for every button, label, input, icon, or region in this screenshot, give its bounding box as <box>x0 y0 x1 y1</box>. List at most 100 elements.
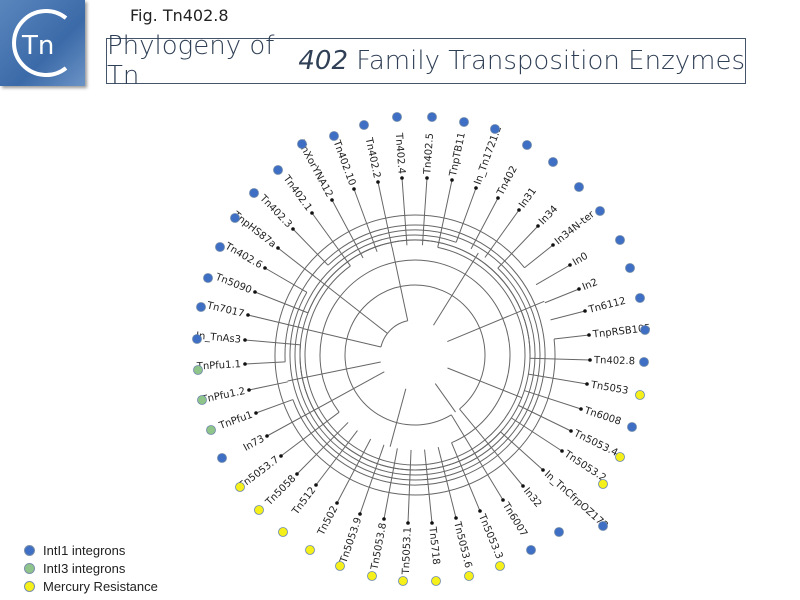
leaf-tip <box>583 309 587 313</box>
leaf-tip <box>276 246 280 250</box>
leaf-tip <box>243 362 247 366</box>
branch <box>383 448 398 520</box>
category-marker <box>254 505 264 515</box>
leaf-tip <box>291 227 295 231</box>
category-marker <box>249 188 259 198</box>
category-marker <box>526 545 536 555</box>
category-marker <box>598 479 608 489</box>
leaf-label: In2 <box>581 277 600 293</box>
branch <box>311 212 351 267</box>
leaf-label: Tn402.10 <box>330 138 357 187</box>
leaf-label: Tn402.6 <box>222 241 264 272</box>
branch <box>244 361 286 365</box>
leaf-tip <box>577 287 581 291</box>
root-arc <box>380 333 388 348</box>
category-marker <box>625 263 635 273</box>
leaf-label: Tn5718 <box>426 525 441 565</box>
branch <box>264 267 308 293</box>
leaf-label: Tn5058 <box>263 473 298 508</box>
leaf-label: Tn6007 <box>499 500 529 539</box>
leaf-tip <box>454 516 458 520</box>
branch <box>470 197 499 250</box>
category-marker <box>574 182 584 192</box>
branch <box>266 376 376 437</box>
branch <box>353 188 378 252</box>
leaf-tip <box>330 198 334 202</box>
leaf-tip <box>587 333 591 337</box>
leaf-tip <box>358 512 362 516</box>
leaf-label: Tn5053 <box>589 380 629 397</box>
leaf-label: TnpTB11 <box>448 132 468 179</box>
branch <box>248 381 288 391</box>
clade-arc <box>274 214 556 496</box>
leaf-label: In34N-ter <box>553 209 598 248</box>
branch <box>455 187 477 243</box>
leaf-tip <box>517 208 521 212</box>
category-marker <box>197 395 207 405</box>
leaf-label: Tn5053.6 <box>451 520 473 570</box>
category-marker <box>635 390 645 400</box>
leaf-tip <box>253 290 257 294</box>
category-marker <box>305 545 315 555</box>
category-marker <box>359 120 369 130</box>
leaf-label: Tn402.3 <box>257 192 294 230</box>
category-marker <box>273 165 283 175</box>
legend-item-intI3: IntI3 integrons <box>24 559 158 577</box>
leaf-tip <box>263 266 267 270</box>
leaf-label: Tn402.2 <box>362 136 382 179</box>
leaf-tip <box>496 196 500 200</box>
legend-marker <box>24 580 35 592</box>
branch <box>484 209 520 258</box>
leaf-tip <box>551 243 555 247</box>
leaf-label: TnPfu1.2 <box>200 386 247 406</box>
leaf-label: In32 <box>521 486 543 510</box>
leaf-label: TnPfu1 <box>217 410 254 433</box>
category-marker <box>367 571 377 581</box>
leaf-tip <box>569 429 573 433</box>
leaf-tip <box>568 263 572 267</box>
leaf-label: Tn6008 <box>582 405 622 427</box>
leaf-tip <box>478 509 482 513</box>
leaf-tip <box>501 498 505 502</box>
leaf-tip <box>352 187 356 191</box>
branch <box>554 334 590 340</box>
branch <box>524 244 554 269</box>
clade-arc <box>284 224 546 486</box>
leaf-label: In0 <box>571 251 590 268</box>
category-marker <box>235 482 245 492</box>
leaf-label: Tn402.4 <box>393 132 407 175</box>
branch <box>359 444 385 515</box>
leaf-label: Tn6112 <box>587 296 627 316</box>
branch <box>451 442 481 512</box>
category-marker <box>215 242 225 252</box>
category-marker <box>398 576 408 586</box>
branch <box>292 228 329 266</box>
leaf-tip <box>400 176 404 180</box>
clade-arc <box>344 284 486 426</box>
leaf-label: In34 <box>537 204 560 228</box>
clade-arc <box>289 229 541 481</box>
leaf-tip <box>430 521 434 525</box>
leaf-label: In_TnAs3 <box>196 331 242 346</box>
branch <box>255 399 294 414</box>
branch <box>377 181 393 248</box>
category-marker <box>329 131 339 141</box>
branch <box>447 367 522 399</box>
category-marker <box>431 576 441 586</box>
leaf-tip <box>585 382 589 386</box>
category-marker <box>522 140 532 150</box>
leaf-label: Tn5090 <box>213 272 253 296</box>
category-marker <box>615 235 625 245</box>
leaf-tip <box>579 407 583 411</box>
branch <box>544 288 580 304</box>
category-marker <box>217 453 227 463</box>
branch <box>296 422 349 475</box>
branch <box>302 328 382 348</box>
leaf-label: Tn402.5 <box>422 133 436 176</box>
leaf-tip <box>425 176 429 180</box>
branch <box>401 177 408 246</box>
category-marker <box>490 124 500 134</box>
leaf-tip <box>474 186 478 190</box>
category-marker <box>392 112 402 122</box>
